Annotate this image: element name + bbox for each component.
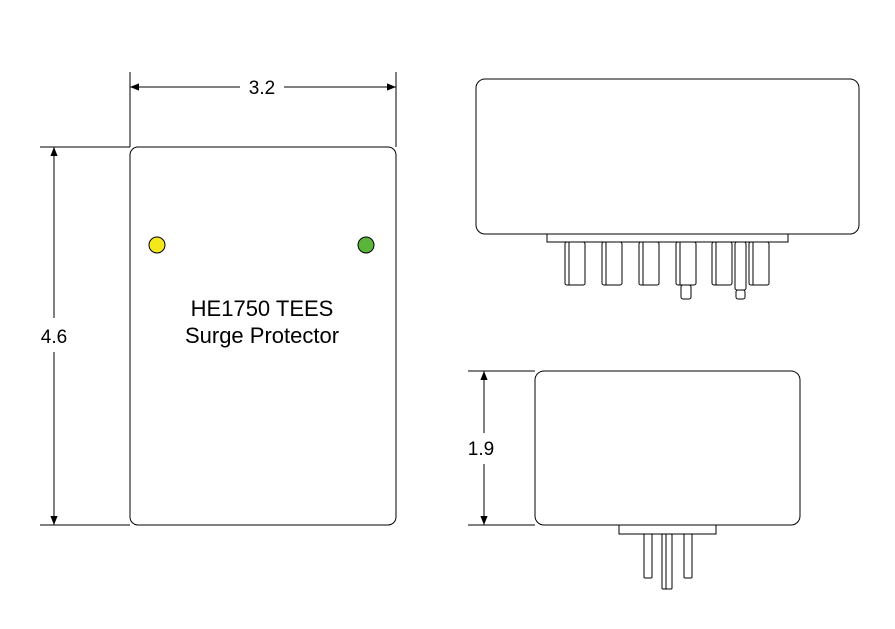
height-value: 4.6 [41,327,67,348]
green-led [357,236,375,254]
width-value: 3.2 [249,78,275,99]
front-body [129,146,397,526]
pin-view-base [546,233,789,243]
height-dimension: 4.6 [40,146,130,526]
front-view: HE1750 TEES Surge Protector [129,146,397,526]
pin-view-pins [564,241,770,300]
device-type-label: Surge Protector [185,323,339,348]
pin-side-view [475,78,860,300]
yellow-led [148,236,166,254]
depth-view-pins [643,533,693,590]
pin-view-body [475,78,860,235]
depth-value: 1.9 [468,439,494,460]
width-dimension: 3.2 [129,72,397,147]
depth-view-body [534,370,801,526]
depth-side-view [534,370,801,590]
device-name-label: HE1750 TEES [191,296,334,321]
depth-view-base [618,524,717,535]
depth-dimension: 1.9 [468,370,535,526]
